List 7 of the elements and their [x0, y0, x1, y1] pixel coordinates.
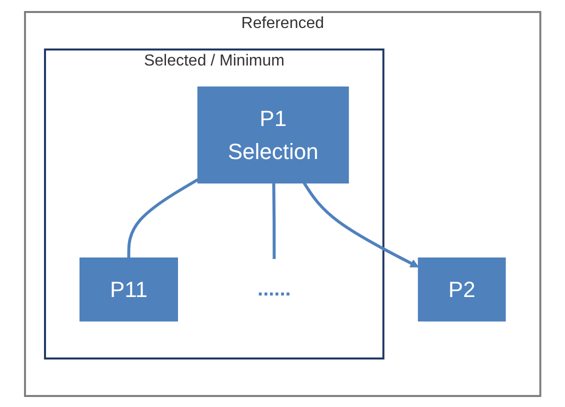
node-box: P11 [79, 257, 178, 321]
node-box: P2 [418, 257, 506, 321]
connector [127, 178, 198, 258]
node-box: P1 Selection [197, 86, 349, 183]
node-text: ...... [257, 278, 291, 300]
connector [272, 182, 276, 259]
arrow [302, 182, 419, 267]
